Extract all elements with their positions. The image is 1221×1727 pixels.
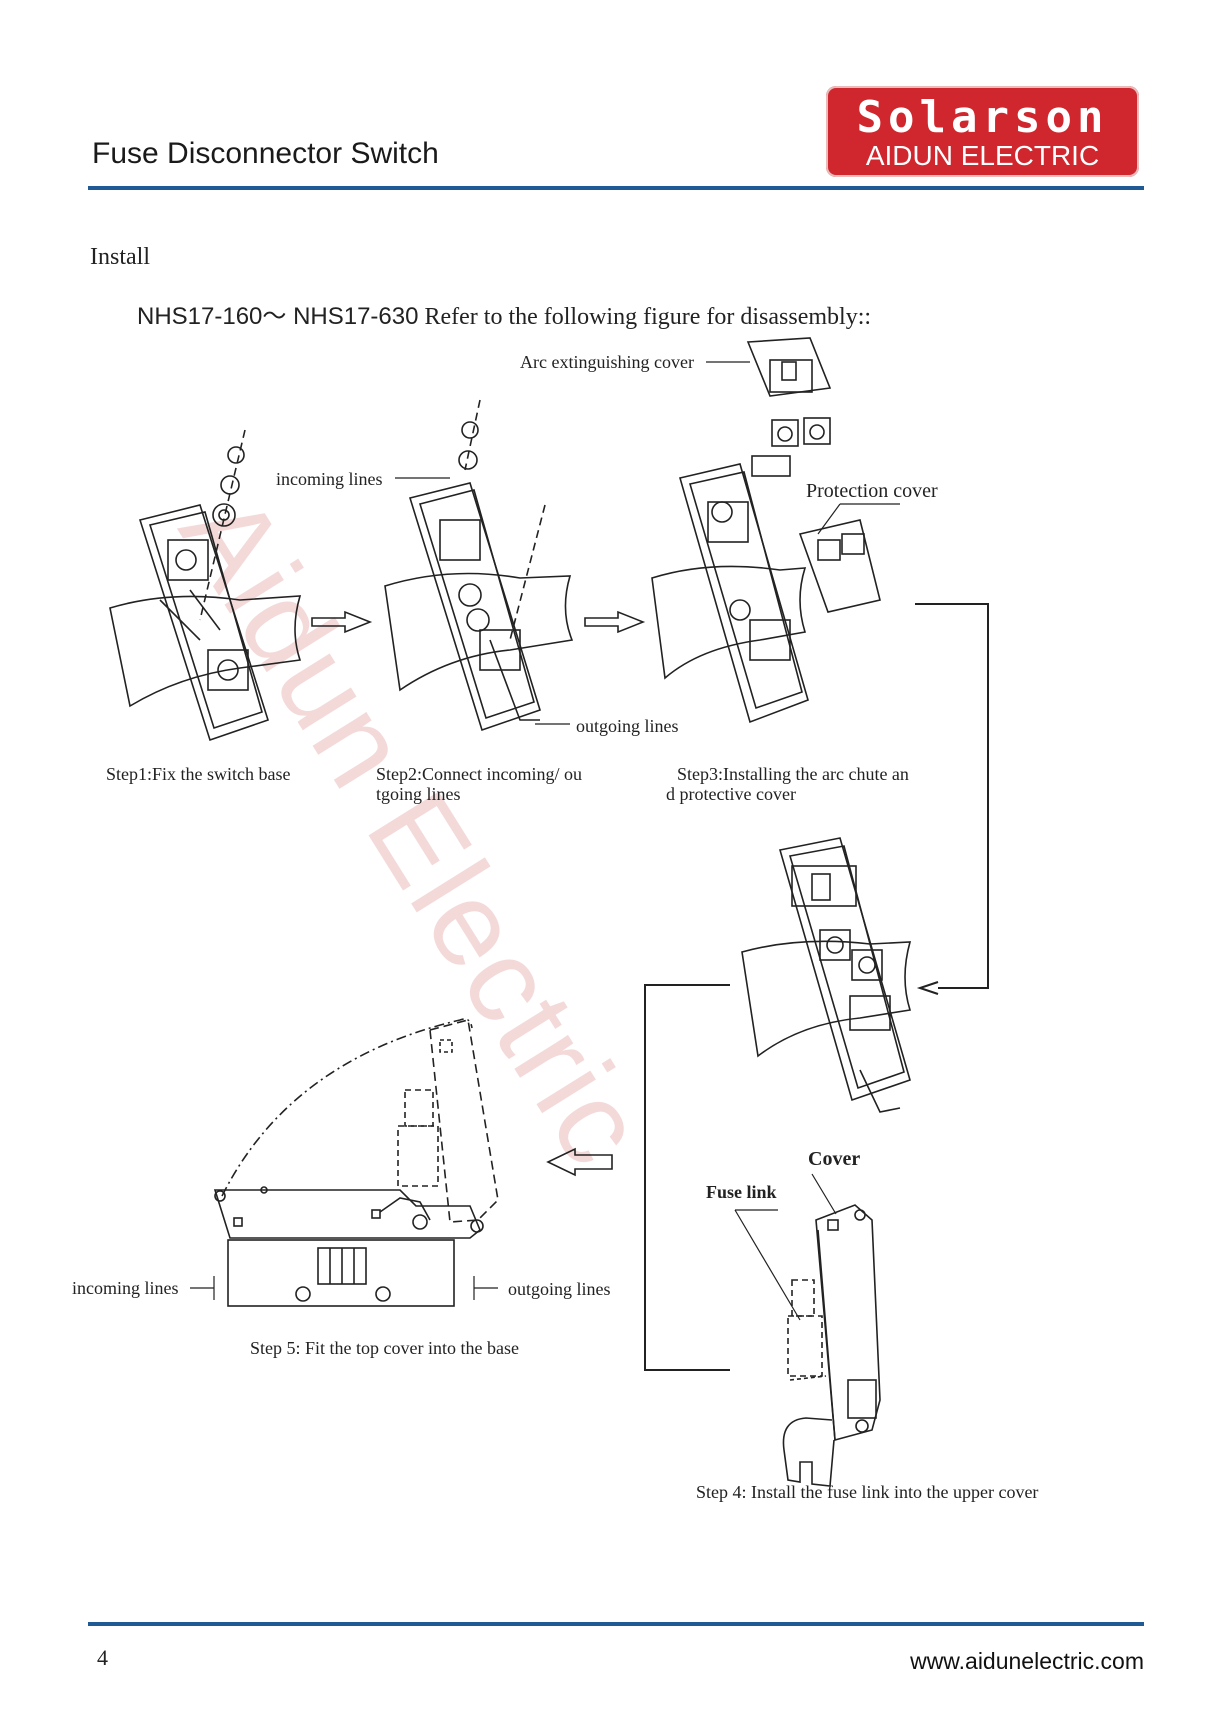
document-title: Fuse Disconnector Switch: [92, 137, 439, 170]
label-incoming-lines-bottom: incoming lines: [72, 1278, 179, 1298]
caption-step2-line2: tgoing lines: [376, 784, 461, 804]
caption-step5: Step 5: Fit the top cover into the base: [250, 1338, 519, 1358]
caption-step1: Step1:Fix the switch base: [106, 764, 291, 784]
model-range: NHS17-160～ NHS17-630: [137, 303, 419, 330]
arrow-step1-to-step2: [311, 610, 373, 634]
label-arc-extinguishing-cover: Arc extinguishing cover: [520, 352, 694, 372]
intro-sentence: Refer to the following figure for disass…: [418, 304, 872, 330]
assembled-switch-drawing: [741, 837, 912, 1113]
label-fuse-link: Fuse link: [706, 1182, 777, 1202]
step3-drawing: [651, 337, 900, 724]
page-number: 4: [97, 1645, 108, 1670]
step5-drawing: [190, 1018, 499, 1307]
label-incoming-lines-top: incoming lines: [276, 469, 383, 489]
footer-rule: [88, 1622, 1144, 1626]
intro-text: NHS17-160～ NHS17-630 Refer to the follow…: [137, 296, 871, 331]
company-logo: Solarson AIDUN ELECTRIC: [826, 86, 1139, 177]
step1-drawing: [109, 429, 302, 742]
section-title: Install: [90, 244, 150, 270]
label-outgoing-lines-bottom: outgoing lines: [508, 1279, 611, 1299]
logo-brand-text: Solarson: [856, 92, 1109, 143]
logo-subtitle: AIDUN ELECTRIC: [865, 140, 1100, 171]
caption-step3-line2: d protective cover: [666, 784, 796, 804]
website-link[interactable]: www.aidunelectric.com: [910, 1648, 1144, 1674]
caption-step3-line1: Step3:Installing the arc chute an: [677, 764, 909, 784]
connector-step3-to-step4: [915, 603, 989, 989]
label-protection-cover: Protection cover: [806, 480, 938, 502]
label-outgoing-lines-top: outgoing lines: [576, 716, 679, 736]
connector-step4-frame: [644, 984, 730, 1371]
arrow-step4-to-step5: [546, 1147, 613, 1177]
arrow-step2-to-step3: [584, 610, 646, 634]
label-cover: Cover: [808, 1148, 861, 1170]
header-rule: [88, 186, 1144, 190]
step2-drawing: [384, 399, 574, 732]
step4-drawing: [734, 1173, 881, 1487]
caption-step2-line1: Step2:Connect incoming/ ou: [376, 764, 582, 784]
caption-step4: Step 4: Install the fuse link into the u…: [696, 1482, 1039, 1502]
